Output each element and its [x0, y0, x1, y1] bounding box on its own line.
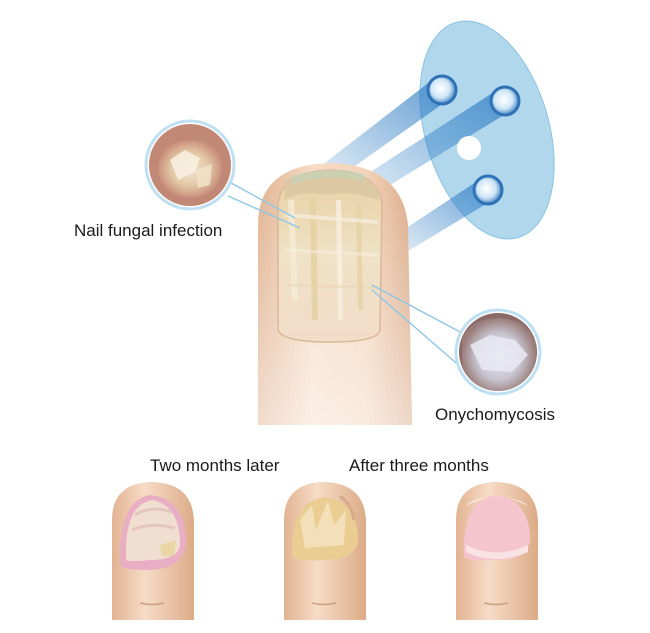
after-three-months-label: After three months: [349, 456, 489, 475]
nail-fungal-infection-label: Nail fungal infection: [74, 221, 223, 240]
infected-finger-icon: [258, 163, 412, 425]
onychomycosis-label: Onychomycosis: [435, 405, 555, 424]
finger-stage-two-months-icon: [112, 482, 194, 620]
finger-stage-transition-icon: [284, 482, 366, 620]
fungal-infection-closeup: [144, 119, 236, 211]
callout-lines: [221, 177, 471, 376]
onychomycosis-closeup: [454, 308, 542, 396]
laser-emitters: [426, 74, 521, 206]
finger-stage-healthy-icon: [456, 482, 538, 620]
two-months-later-label: Two months later: [150, 456, 280, 475]
